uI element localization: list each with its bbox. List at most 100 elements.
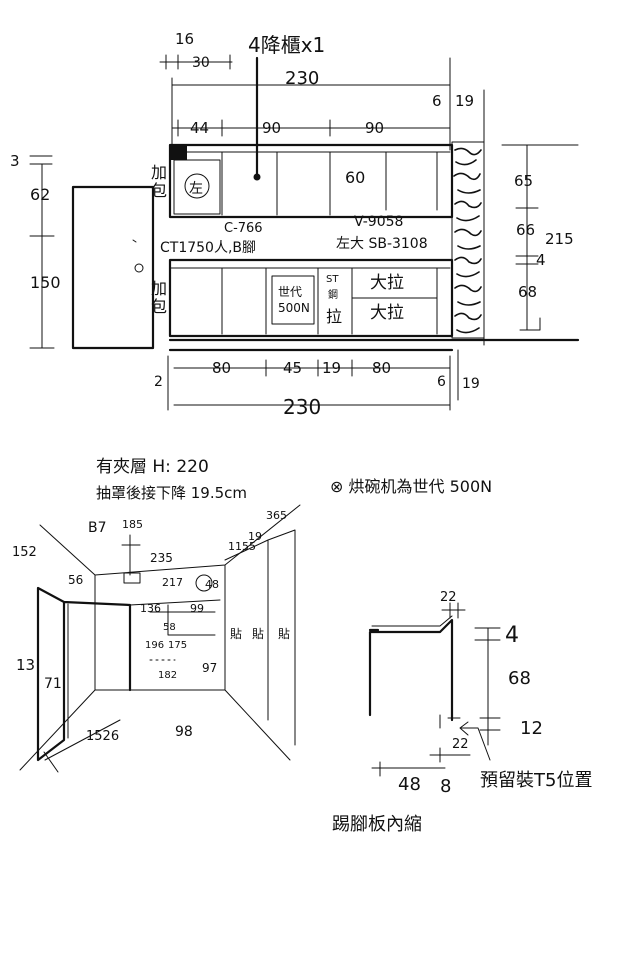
sd-vertical-dims: [474, 627, 501, 746]
floor-line: [168, 338, 580, 352]
upper-add-label-1: 加: [151, 163, 167, 182]
floor-dim-line: [43, 719, 121, 773]
d-235: 235: [150, 551, 173, 565]
upper-cabinet-doors: [221, 151, 438, 216]
dim-90b-label: 90: [365, 119, 384, 137]
dim-90a-label: 90: [262, 119, 281, 137]
upper-knob: [253, 173, 261, 181]
dim-19-mid-label: 19: [322, 359, 341, 377]
dim-65-label: 65: [514, 172, 533, 190]
dim-80a-label: 80: [212, 359, 231, 377]
sd-12: 12: [520, 718, 543, 739]
wall-label-2: 貼: [252, 626, 264, 641]
label-sb3108: 左大 SB-3108: [336, 236, 428, 252]
d-152: 152: [12, 545, 37, 560]
elevation-heading: 4降櫃x1: [248, 33, 325, 57]
refrigerator-handle: [134, 263, 144, 273]
counter-section: [368, 618, 454, 722]
t5-arrow: [459, 721, 491, 761]
remark-dish-dryer: ⊗ 烘碗机為世代 500N: [330, 477, 492, 496]
oven-label-1: 世代: [278, 285, 302, 299]
dim-4-label: 4: [536, 251, 546, 269]
lower-cabinet: 世代 500N ST 鋼 拉 大拉 大拉: [168, 258, 454, 338]
sd-4: 4: [505, 623, 519, 648]
label-c766: C-766: [224, 221, 263, 236]
dim-150-label: 150: [30, 273, 61, 292]
upper-cabinet-left-panel: [173, 159, 221, 215]
d-196: 196: [145, 640, 164, 651]
sd-note-kick: 踢腳板內縮: [332, 814, 422, 835]
d-182: 182: [158, 670, 177, 681]
label-ct1750: CT1750人,B腳: [160, 240, 256, 256]
sd-22-bottom-ticks: [429, 747, 471, 763]
dim-44-label: 44: [190, 119, 209, 137]
back-circle: [195, 574, 213, 592]
upper-cabinet: 左 60: [168, 143, 454, 219]
left-circle-label: 左: [189, 181, 203, 197]
room-ceiling-lines: [39, 504, 301, 576]
sd-48-line: [371, 761, 446, 777]
dim-left-vertical: [29, 155, 55, 349]
room-back-wall: [94, 564, 226, 691]
dim-2-label: 2: [154, 374, 163, 390]
d-56: 56: [68, 573, 83, 587]
note-line-2: 抽罩後接下降 19.5cm: [96, 484, 247, 502]
sd-48: 48: [398, 774, 421, 795]
left-circle-mark: [184, 173, 210, 199]
range-hood: [123, 572, 141, 584]
dim-62-label: 62: [30, 185, 50, 204]
stone-texture: [453, 147, 482, 334]
st-label-2: 鋼: [328, 288, 338, 301]
dim-45-label: 45: [283, 359, 302, 377]
dim-3-label: 3: [10, 152, 20, 170]
section-detail: 22 4 68 12 22 48 8 預留裝T5位置 踢腳板內縮: [332, 590, 592, 835]
room-floor-lines: [19, 689, 291, 771]
dim-lower-row-line: [167, 349, 459, 411]
label-b7: B7: [88, 520, 107, 536]
sd-22-top-ticks: [441, 602, 466, 619]
dim-6-bottom-label: 6: [437, 374, 446, 390]
b7-leader: [121, 534, 141, 576]
stone-wall-outline: [451, 141, 485, 339]
d-97: 97: [202, 661, 217, 675]
d-365: 365: [266, 509, 287, 522]
oven-label: 世代 500N: [278, 285, 310, 315]
dim-68-label: 68: [518, 283, 537, 301]
counter-top-edge: [371, 615, 453, 627]
dim-230-bottom-label: 230: [283, 395, 321, 419]
lower-add-label: 加 包: [151, 279, 172, 316]
d-217: 217: [162, 576, 183, 589]
st-label-1: ST: [326, 274, 339, 285]
dim-6-top-label: 6: [432, 92, 442, 110]
upper-add-label: 加 包: [151, 163, 172, 200]
sd-note-t5: 預留裝T5位置: [480, 770, 592, 791]
wall-label-3: 貼: [278, 626, 290, 641]
label-v9058: V-9058: [354, 214, 403, 230]
d-1155: 1155: [228, 540, 256, 553]
upper-add-label-2: 包: [151, 181, 167, 200]
d-71: 71: [44, 676, 62, 692]
lower-cabinet-doors: [221, 267, 438, 335]
dim-230-top-label: 230: [285, 68, 319, 89]
d-13: 13: [16, 656, 35, 674]
dim-215-label: 215: [545, 230, 574, 248]
drawer-1-label: 大拉: [370, 273, 404, 293]
lower-add-label-2: 包: [151, 297, 167, 316]
drawer-2-label: 大拉: [370, 303, 404, 323]
d-99: 99: [190, 602, 204, 615]
sd-8: 8: [440, 776, 451, 797]
dim-66-label: 66: [516, 221, 535, 239]
d-98: 98: [175, 724, 193, 740]
d-1526: 1526: [86, 729, 119, 744]
sd-22-top: 22: [440, 590, 457, 605]
dim-19-top-label: 19: [455, 92, 474, 110]
dim-80b-label: 80: [372, 359, 391, 377]
d-19-persp: 19: [248, 530, 262, 543]
refrigerator-outline: [71, 185, 155, 350]
lower-add-label-1: 加: [151, 279, 167, 298]
room-right-wall: [224, 529, 296, 746]
inner-60-label: 60: [345, 168, 365, 187]
sd-22-bottom: 22: [452, 737, 469, 752]
back-wall-shelf: [129, 599, 221, 636]
